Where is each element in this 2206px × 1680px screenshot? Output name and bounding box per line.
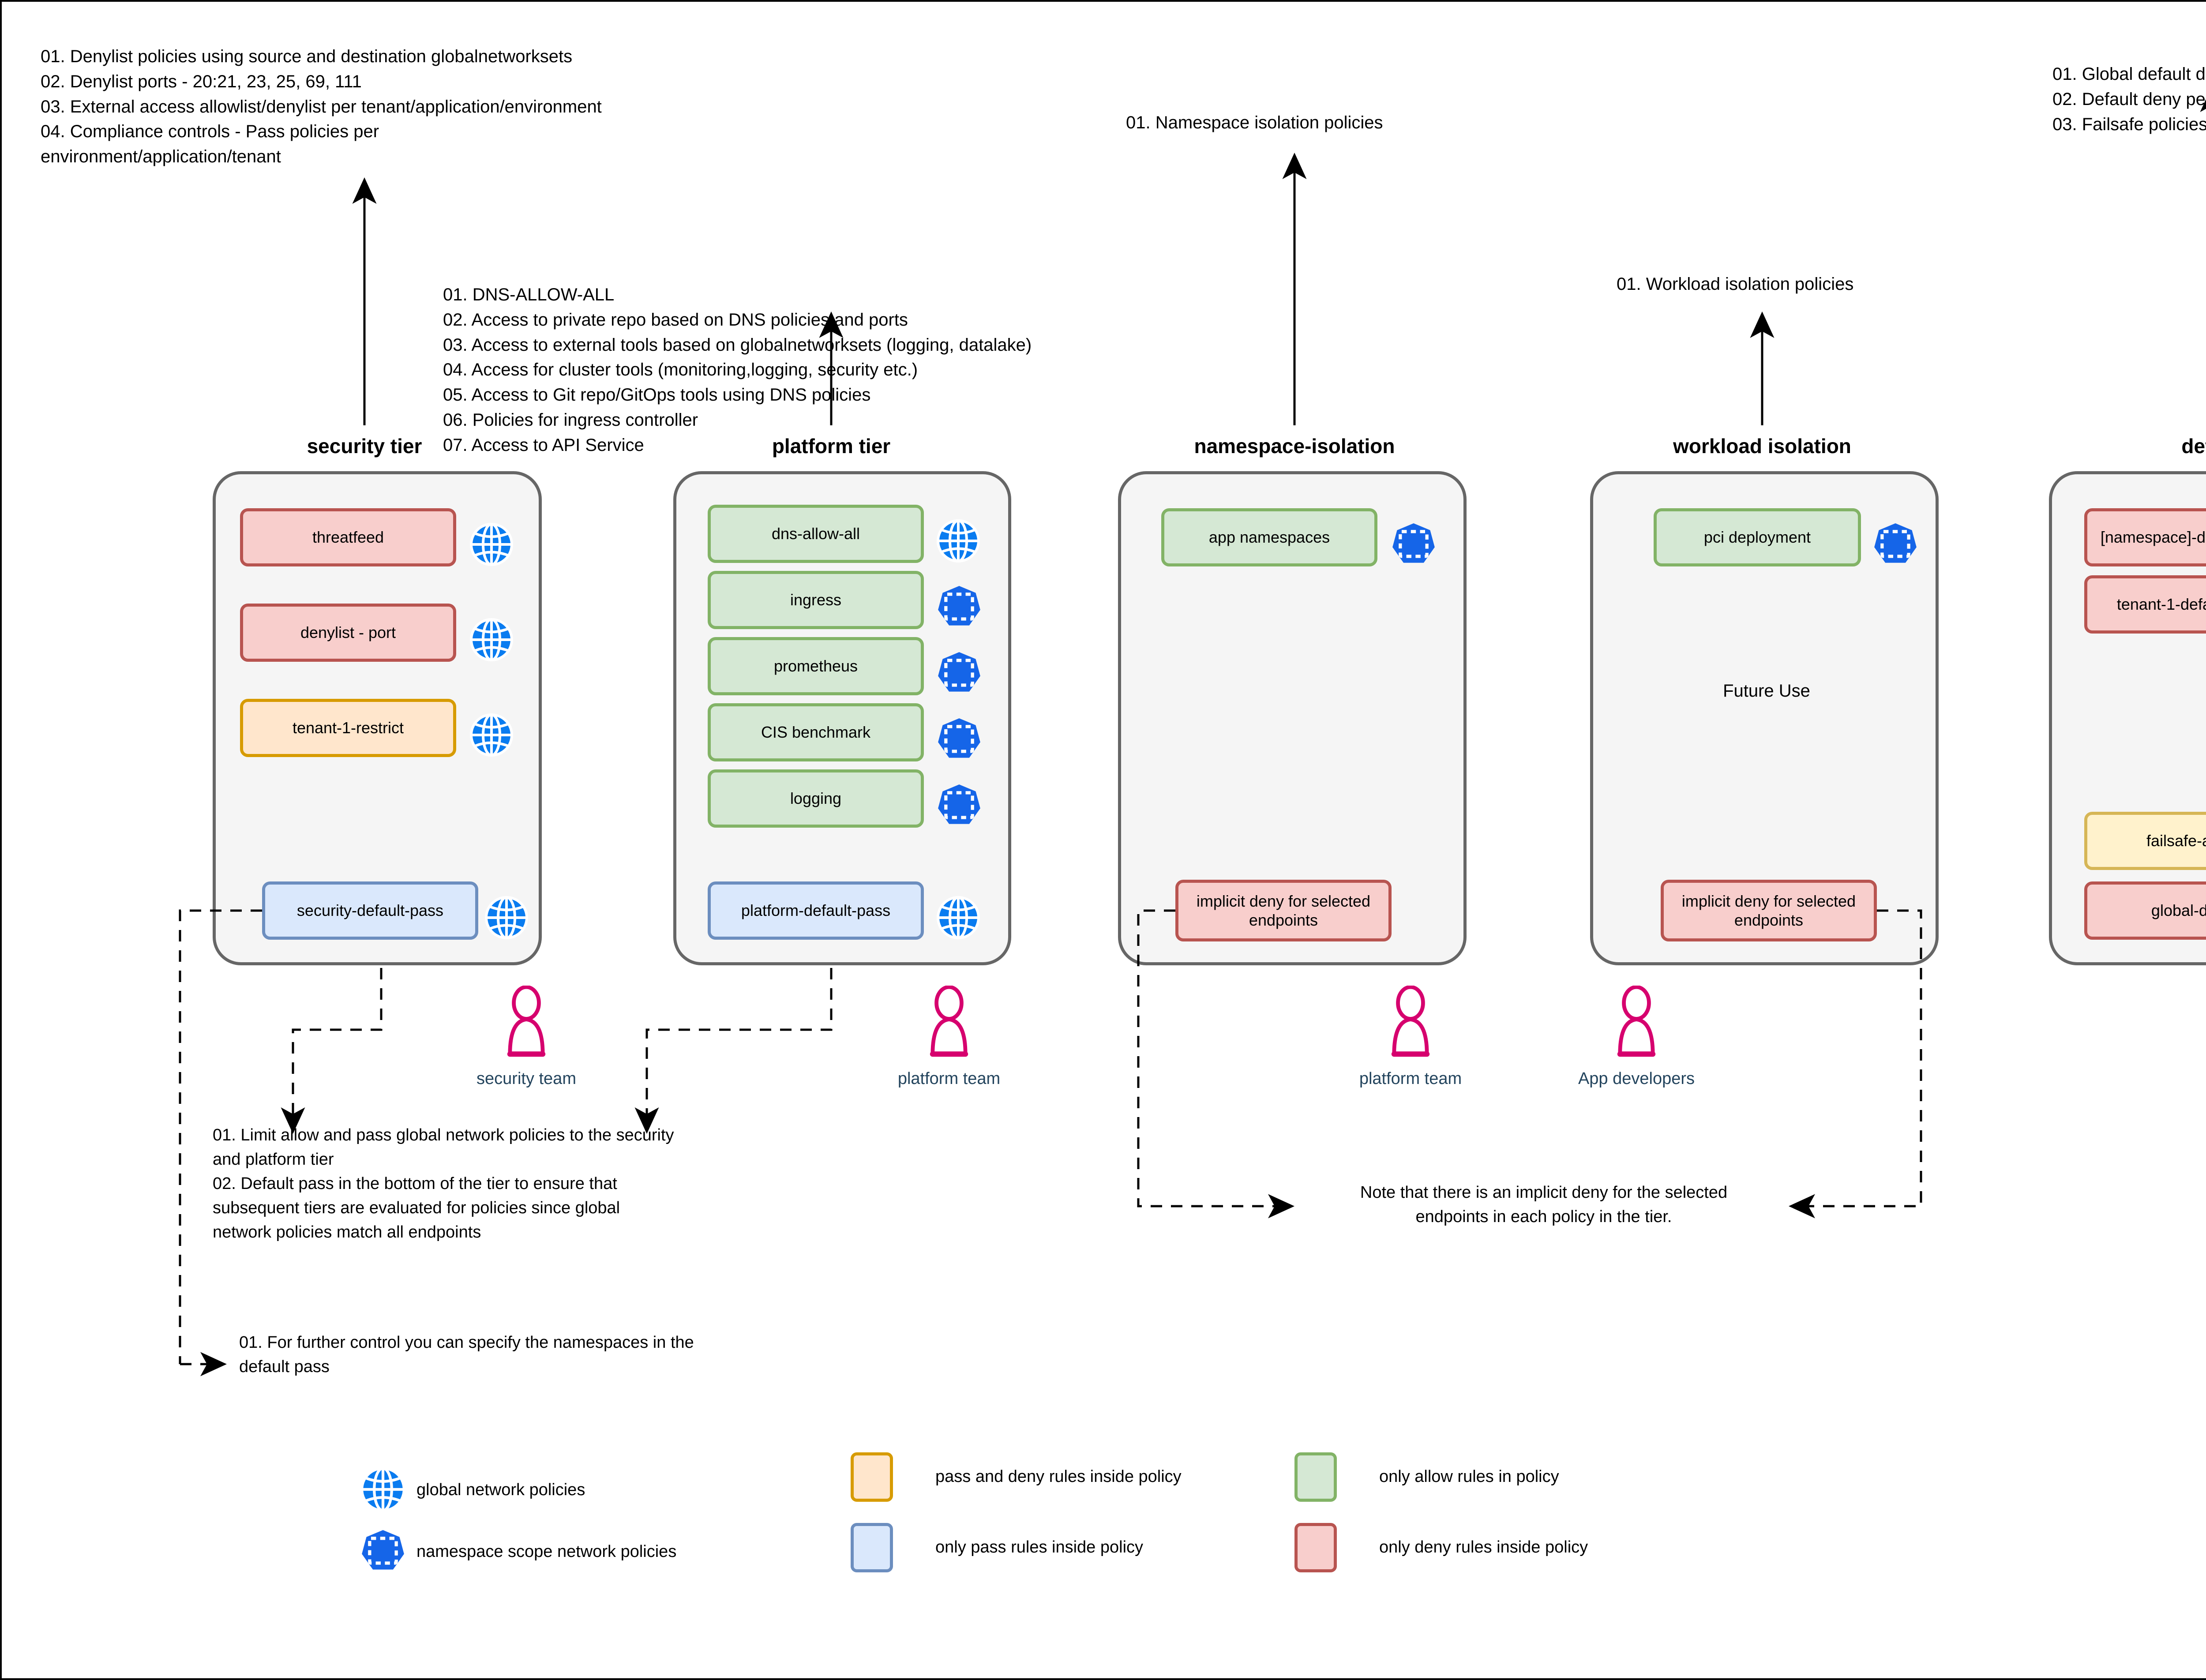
policy-ingress[interactable]: ingress <box>708 571 924 629</box>
namespace-scope-icon <box>936 650 982 696</box>
platform-tier-annotation: 01. DNS-ALLOW-ALL 02. Access to private … <box>443 285 1032 455</box>
namespace-scope-icon <box>936 783 982 829</box>
workload-isolation-annotation: 01. Workload isolation policies <box>1617 274 1854 294</box>
security-platform-bottom-note: 01. Limit allow and pass global network … <box>213 1126 674 1242</box>
globe-icon <box>469 618 514 662</box>
namespace-scope-icon <box>1872 521 1918 567</box>
tier-title-workload-isolation: workload isolation <box>1673 435 1851 458</box>
globe-icon <box>484 896 529 940</box>
legend-label-pass-and-deny-rules: pass and deny rules inside policy <box>935 1467 1182 1486</box>
person-icon <box>1386 986 1435 1058</box>
security-tier-annotation: 01. Denylist policies using source and d… <box>41 47 602 167</box>
policy-prometheus[interactable]: prometheus <box>708 637 924 695</box>
policy-tenant-1-restrict[interactable]: tenant-1-restrict <box>240 699 456 757</box>
tier-title-default: default tier <box>2181 435 2206 458</box>
policy-platform-default-pass[interactable]: platform-default-pass <box>708 881 924 940</box>
policy-global-deny[interactable]: global-deny <box>2084 881 2206 940</box>
default-pass-note: 01. For further control you can specify … <box>239 1333 694 1376</box>
legend-swatch-pass <box>851 1523 893 1572</box>
legend-label-global-network-policies: global network policies <box>416 1481 585 1499</box>
tier-title-namespace-isolation: namespace-isolation <box>1194 435 1395 458</box>
namespace-scope-icon <box>1391 521 1437 567</box>
team-label-platform-2: platform team <box>1359 1069 1462 1088</box>
team-label-security-1: security team <box>476 1069 576 1088</box>
policy-pci-deployment[interactable]: pci deployment <box>1654 508 1861 566</box>
policy-app-namespaces[interactable]: app namespaces <box>1161 508 1377 566</box>
person-icon <box>1612 986 1661 1058</box>
globe-icon <box>469 713 514 757</box>
tier-title-platform: platform tier <box>772 435 891 458</box>
legend-swatch-deny <box>1294 1523 1337 1572</box>
policy-failsafe-allow[interactable]: failsafe-allow <box>2084 812 2206 870</box>
legend-label-only-allow-rules: only allow rules in policy <box>1379 1467 1559 1486</box>
namespace-scope-icon <box>936 584 982 630</box>
team-label-platform-1: platform team <box>897 1069 1001 1088</box>
implicit-deny-note: Note that there is an implicit deny for … <box>1360 1183 1728 1226</box>
namespace-isolation-annotation: 01. Namespace isolation policies <box>1126 113 1383 132</box>
policy-implicit-deny-workload[interactable]: implicit deny for selected endpoints <box>1661 880 1877 941</box>
legend-label-only-pass-rules: only pass rules inside policy <box>935 1538 1144 1556</box>
globe-icon <box>936 519 980 563</box>
legend-namespace-scope-icon <box>360 1528 406 1574</box>
legend-swatch-allow <box>1294 1452 1337 1502</box>
policy-security-default-pass[interactable]: security-default-pass <box>262 881 478 940</box>
policy-logging[interactable]: logging <box>708 769 924 828</box>
policy-dns-allow-all[interactable]: dns-allow-all <box>708 505 924 563</box>
globe-icon <box>936 896 980 940</box>
legend-label-only-deny-rules: only deny rules inside policy <box>1379 1538 1588 1556</box>
tier-title-security: security tier <box>307 435 422 458</box>
person-icon <box>502 986 551 1058</box>
policy-denylist-port[interactable]: denylist - port <box>240 604 456 662</box>
policy-namespace-default-deny[interactable]: [namespace]-default-deny <box>2084 508 2206 566</box>
policy-threatfeed[interactable]: threatfeed <box>240 508 456 566</box>
legend-globe-icon <box>360 1466 406 1512</box>
person-icon <box>925 986 973 1058</box>
legend-swatch-passdeny <box>851 1452 893 1502</box>
policy-tenant-1-default-deny[interactable]: tenant-1-default-deny <box>2084 575 2206 634</box>
namespace-scope-icon <box>936 716 982 762</box>
legend-label-namespace-scope-network-policies: namespace scope network policies <box>416 1542 677 1561</box>
policy-cis-benchmark[interactable]: CIS benchmark <box>708 703 924 761</box>
globe-icon <box>469 522 514 566</box>
team-label-app-developers: App developers <box>1578 1069 1695 1088</box>
policy-implicit-deny-namespace[interactable]: implicit deny for selected endpoints <box>1175 880 1392 941</box>
default-tier-annotation: 01. Global default deny 02. Default deny… <box>2052 64 2206 134</box>
workload-placeholder-label: Future Use <box>1723 681 1810 701</box>
